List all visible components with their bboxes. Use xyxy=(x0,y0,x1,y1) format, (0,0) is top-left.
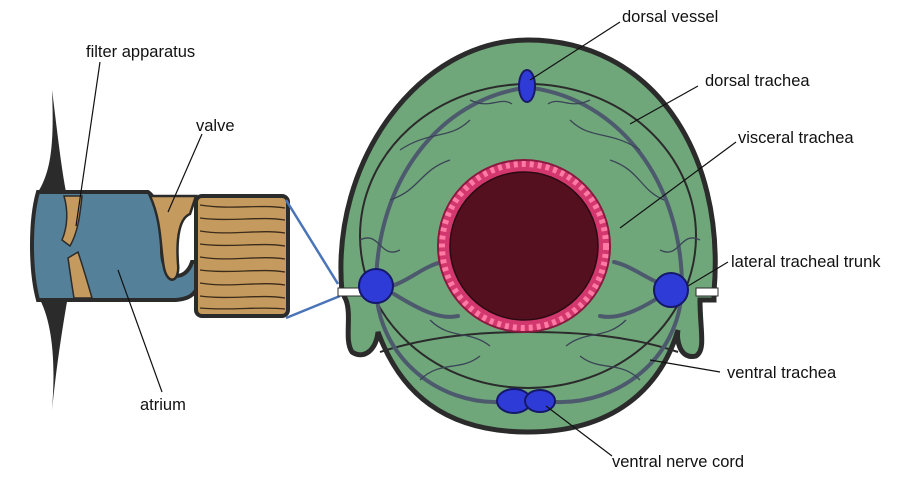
dorsal-vessel-shape xyxy=(518,69,536,103)
side-gap-right xyxy=(695,287,719,297)
leader-filter-apparatus xyxy=(75,61,101,227)
dorsal-trachea-right xyxy=(530,86,684,290)
lateral-trunk-right xyxy=(653,272,689,308)
label-lateral-tracheal-trunk: lateral tracheal trunk xyxy=(731,253,881,271)
label-atrium: atrium xyxy=(140,396,186,414)
tracheoles xyxy=(359,99,701,381)
connector-lines xyxy=(284,199,341,320)
leader-ventral-nerve-cord xyxy=(545,405,613,457)
leader-dorsal-vessel xyxy=(529,21,621,81)
ventral-trachea-left xyxy=(374,288,502,405)
leader-visceral-trachea xyxy=(619,141,737,229)
visceral-trachea-left xyxy=(390,260,444,288)
trachea-taenidia xyxy=(199,204,286,310)
lateral-trunk-left xyxy=(358,268,394,304)
leader-valve xyxy=(167,133,203,213)
leader-lateral-tracheal-trunk xyxy=(687,261,729,287)
tracheal-network xyxy=(374,86,684,405)
label-filter-apparatus: filter apparatus xyxy=(86,43,196,61)
dorsal-trachea-left xyxy=(374,86,526,290)
cross-section xyxy=(337,37,719,435)
filter-hair-top xyxy=(61,195,83,248)
gut-lumen xyxy=(449,171,599,321)
trachea-tube xyxy=(194,194,290,318)
label-ventral-trachea: ventral trachea xyxy=(727,364,837,382)
gut-wall-beads xyxy=(439,161,609,331)
filter-hair-bottom xyxy=(67,250,93,299)
leader-ventral-trachea xyxy=(649,359,721,373)
label-visceral-trachea: visceral trachea xyxy=(738,129,854,147)
spiracle-cuticle-bottom xyxy=(38,296,68,410)
spiracle-cuticle-top xyxy=(38,90,66,192)
spiracle xyxy=(30,90,290,410)
label-dorsal-vessel: dorsal vessel xyxy=(622,8,719,26)
valve-flap xyxy=(148,194,198,281)
label-ventral-nerve-cord: ventral nerve cord xyxy=(612,453,745,471)
label-valve: valve xyxy=(196,117,235,135)
label-dorsal-trachea: dorsal trachea xyxy=(705,72,810,90)
leader-atrium xyxy=(117,269,163,393)
leader-dorsal-trachea xyxy=(629,85,699,125)
leader-lines xyxy=(75,21,737,457)
ventral-trachea-right xyxy=(554,288,684,405)
